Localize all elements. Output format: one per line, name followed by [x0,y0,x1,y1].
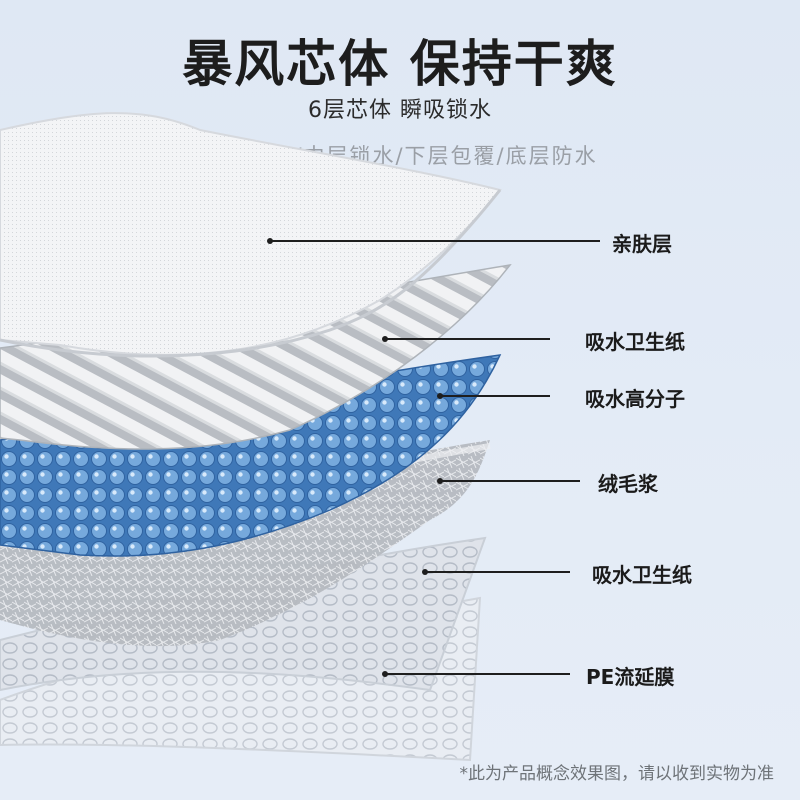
layer-label-polymer: 吸水高分子 [585,387,685,411]
layer-label-pe-film: PE流延膜 [586,665,675,689]
tissue-upper-leader [385,338,550,340]
layer-label-fluff-pulp: 绒毛浆 [598,472,658,496]
pe-film-leader [385,673,570,675]
disclaimer-footnote: *此为产品概念效果图，请以收到实物为准 [459,764,775,784]
tissue-lower-leader [425,571,570,573]
layer-label-tissue-lower: 吸水卫生纸 [592,563,692,587]
polymer-leader [440,395,550,397]
page-title: 暴风芯体 保持干爽 [182,35,618,93]
skin-layer-leader [270,240,600,242]
layer-label-skin: 亲肤层 [612,232,672,256]
page-subtitle: 6层芯体 瞬吸锁水 [308,98,492,123]
fluff-pulp-leader [440,480,580,482]
layer-label-tissue-upper: 吸水卫生纸 [585,330,685,354]
